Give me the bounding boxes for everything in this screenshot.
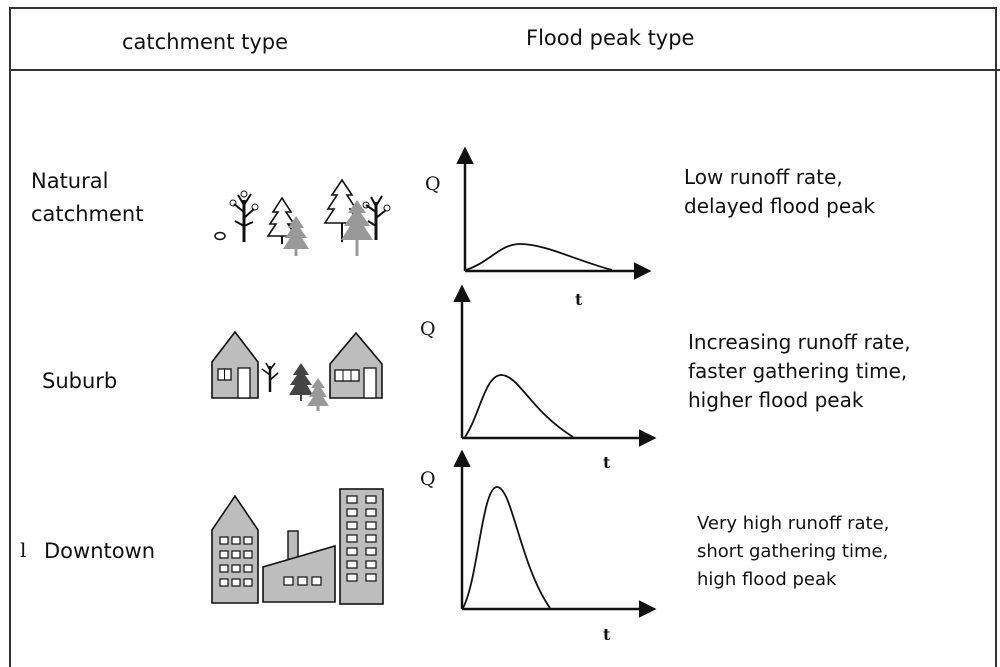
description-downtown: Very high runoff rate, short gathering t…	[697, 513, 890, 590]
flood-curve-downtown	[462, 486, 551, 609]
y-axis-label-suburb: Q	[420, 318, 436, 340]
description-natural-catchment: Low runoff rate, delayed flood peak	[684, 165, 875, 218]
description-suburb: Increasing runoff rate, faster gathering…	[688, 330, 911, 412]
row-label-natural-catchment: Natural catchment	[31, 169, 144, 226]
trees-icon	[214, 178, 391, 256]
header-divider	[9, 69, 1000, 71]
x-axis-label-downtown: t	[603, 625, 611, 644]
flood-peak-type-header: Flood peak type	[526, 26, 695, 50]
row-label-suburb: Suburb	[42, 369, 118, 393]
y-axis-label-natural: Q	[425, 173, 441, 195]
hydrograph-natural	[456, 146, 652, 280]
x-axis-label-suburb: t	[603, 453, 611, 472]
flood-curve-natural	[465, 243, 613, 271]
hydrograph-downtown	[453, 449, 657, 618]
table-frame	[9, 7, 997, 667]
houses-trees-icon	[211, 330, 383, 411]
catchment-type-header: catchment type	[122, 30, 289, 54]
hydrograph-suburb	[453, 284, 657, 447]
x-axis-label-natural: t	[575, 290, 583, 309]
flood-curve-suburb	[464, 374, 574, 438]
margin-mark: l	[20, 538, 27, 562]
row-label-downtown: Downtown	[44, 539, 156, 563]
city-buildings-icon	[211, 488, 384, 605]
y-axis-label-downtown: Q	[420, 468, 436, 490]
